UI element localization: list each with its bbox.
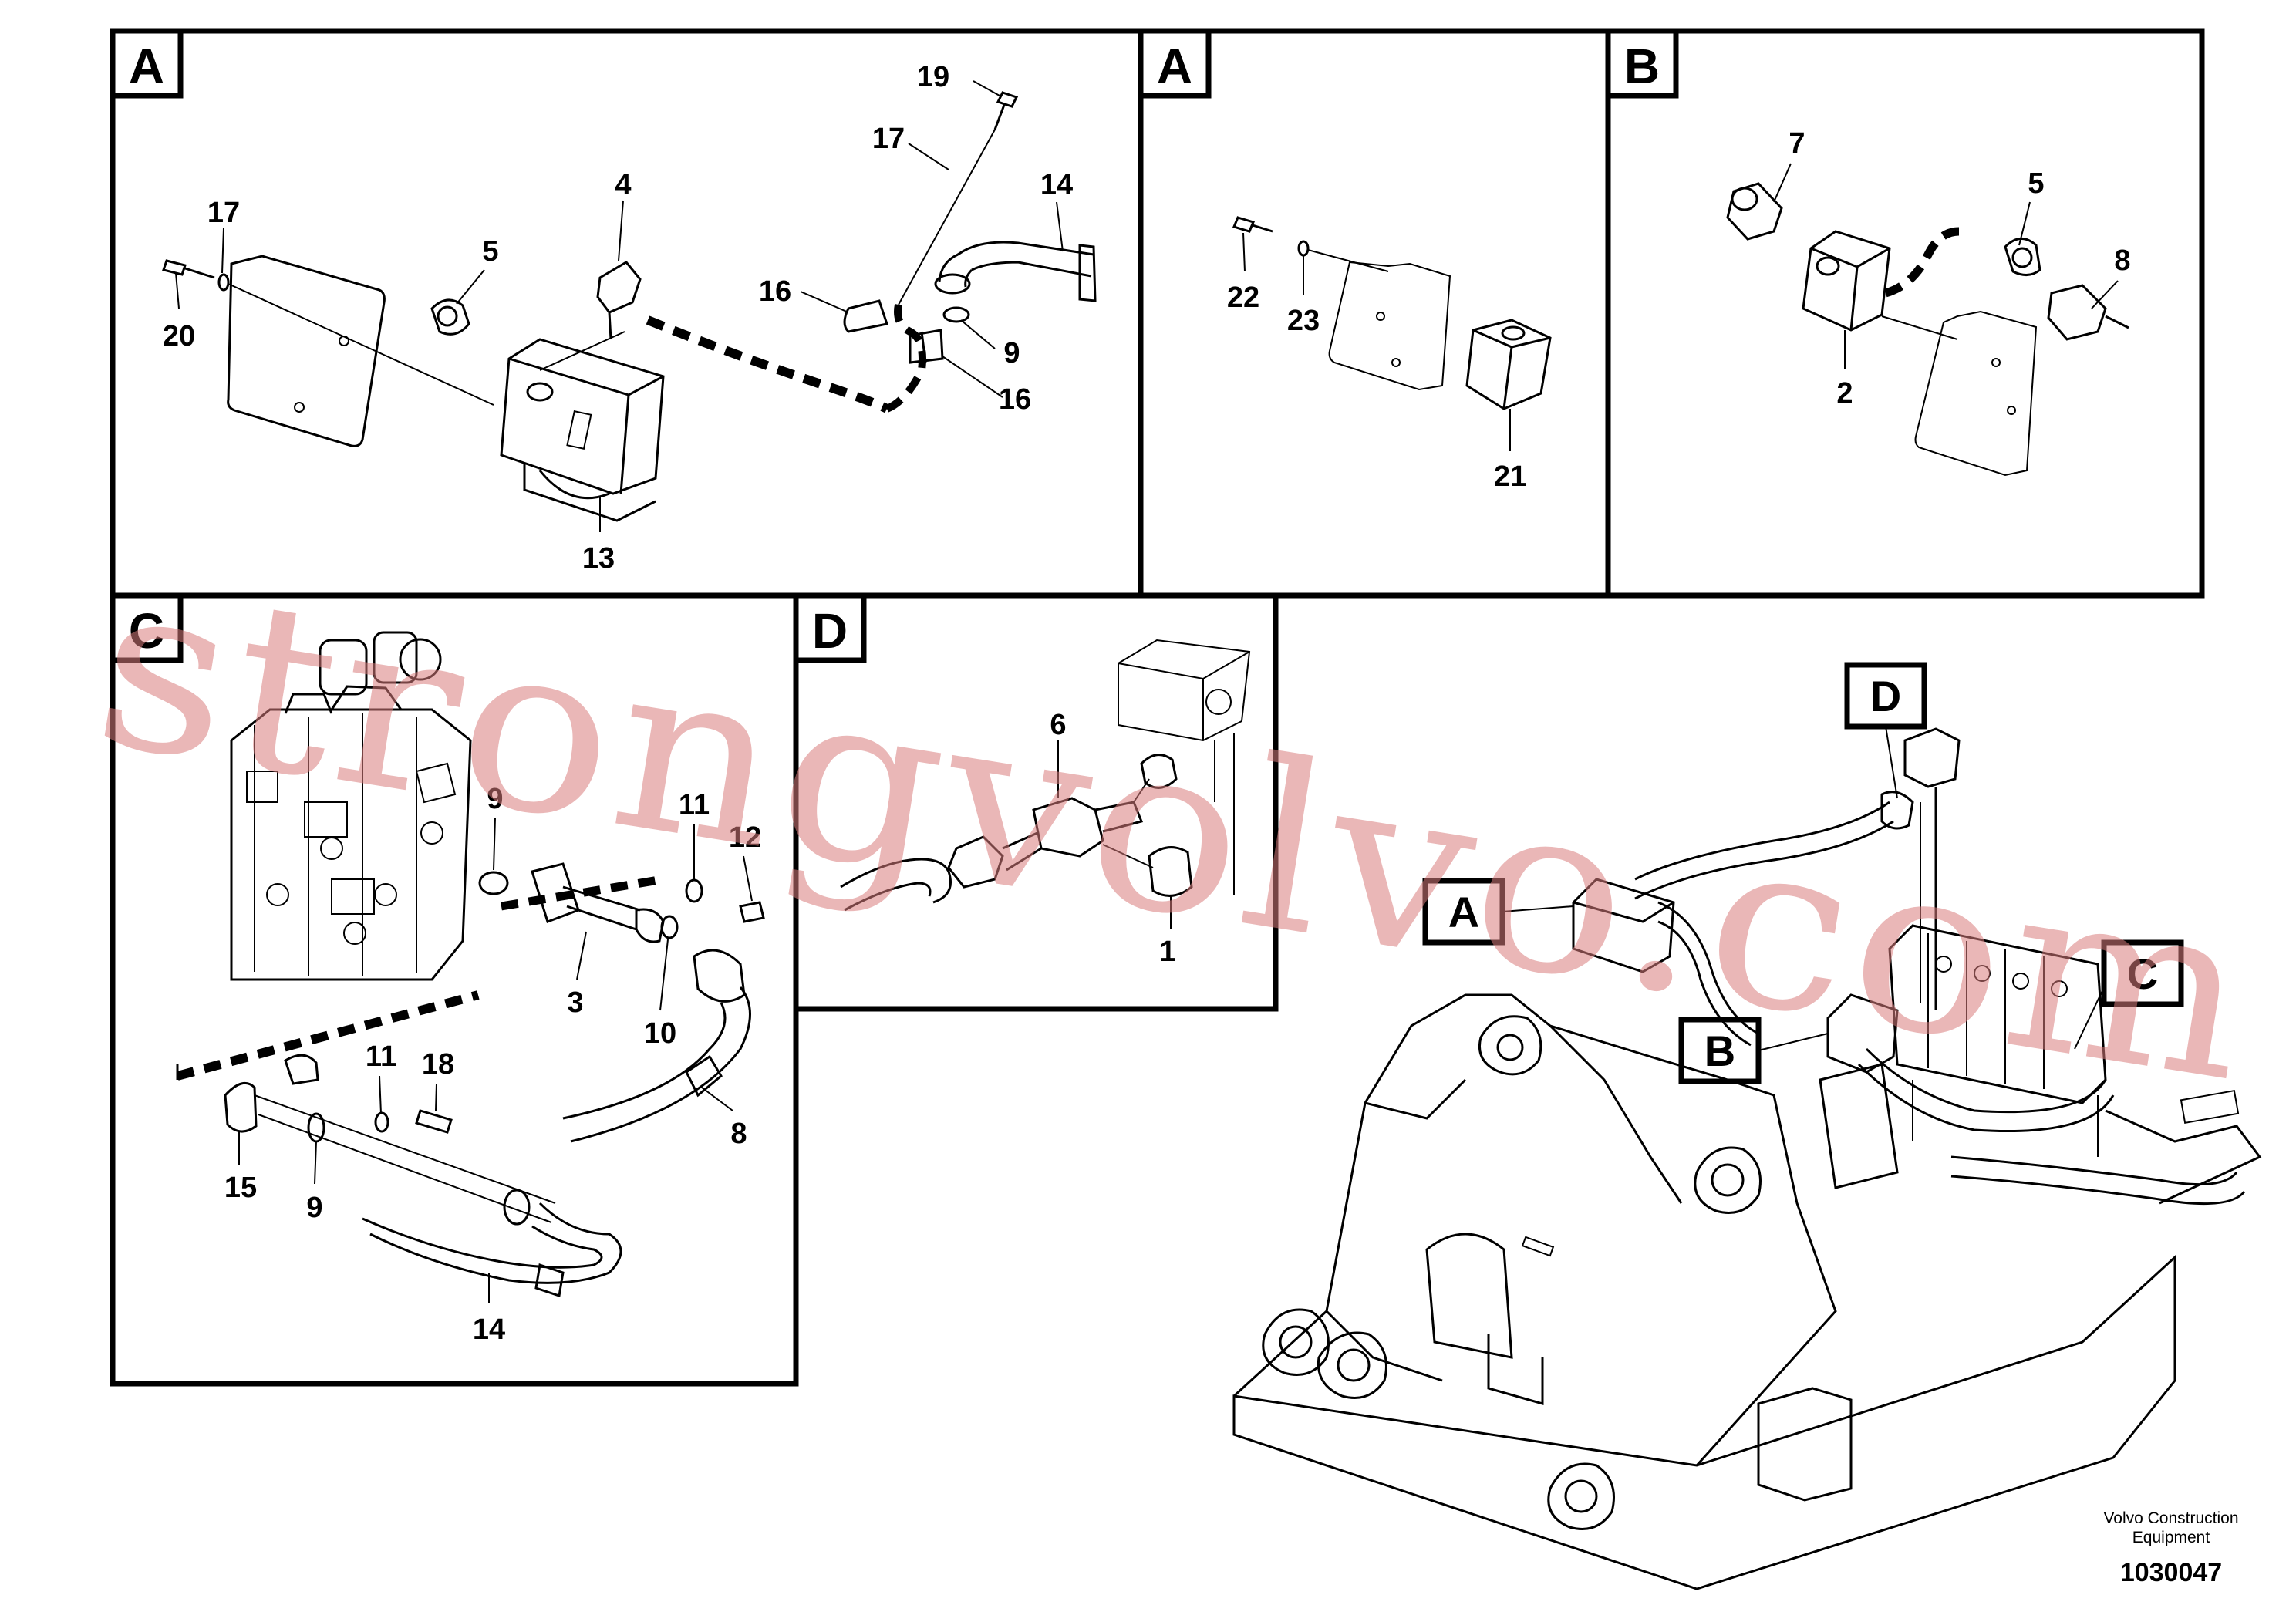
washer-icon [1297,240,1310,257]
callout-d: D [1870,672,1901,720]
watermark: strongvolvo.com [81,528,2271,1135]
part-number: 19 [917,61,949,93]
plug-fitting-icon [2004,238,2041,276]
panel-d-label: D [812,603,848,659]
panel-b: B 7 5 8 2 [1605,28,2205,599]
adapter-fitting-icon-2 [2047,284,2129,341]
hose-icon [1634,801,1894,900]
part-number: 18 [422,1048,454,1081]
part-number: 3 [567,986,583,1019]
hose-icon [562,986,751,1143]
panel-a-label: A [129,39,164,94]
clamp-icon [843,299,888,333]
valve-block-icon [1802,230,1891,332]
plug-fitting-icon [1140,754,1178,789]
part-number: 13 [582,542,615,575]
part-number: 1 [1159,936,1175,968]
part-number: 10 [644,1017,676,1050]
part-number: 17 [872,123,905,155]
clamp-icon [224,1081,258,1133]
part-number: 17 [207,197,240,229]
part-number: 9 [1003,337,1020,369]
part-number: 8 [730,1118,747,1150]
nut-icon [1148,846,1193,897]
hose-icon [957,241,1094,278]
part-number: 4 [615,169,631,201]
panel-a: A [110,28,1144,599]
drawing-number: 1030047 [2120,1558,2222,1587]
part-number: 14 [473,1313,505,1346]
panel-a-alt-label: A [1157,39,1192,94]
valve-block-icon [500,338,665,495]
part-number: 5 [482,235,498,268]
part-number: 5 [2028,167,2044,200]
adapter-fitting-icon [1726,182,1783,241]
footer-company-line1: Volvo Construction [2103,1509,2238,1527]
hose-icon-2 [362,1202,622,1284]
part-number: 11 [679,789,710,821]
part-number: 2 [1836,377,1853,410]
elbow-fitting-icon [596,261,642,340]
main-assembly-view: D A B C [1232,662,2262,1590]
part-number: 14 [1040,169,1073,201]
part-number: 9 [306,1192,322,1224]
panel-a-alt: A 22 23 21 [1138,28,1611,599]
part-number: 6 [1050,709,1066,741]
part-number: 16 [759,275,791,308]
hose-icon [840,858,952,912]
panel-b-label: B [1624,39,1660,94]
base-frame-icon [1232,1254,2176,1590]
bolt-icon [993,91,1019,130]
control-valve-bank-icon [1888,924,2107,1157]
part-number: 12 [729,821,761,854]
part-number: 11 [366,1040,396,1073]
part-number: 16 [999,383,1031,416]
part-number: 20 [163,320,195,352]
washer-icon [217,273,230,292]
callout-a: A [1448,888,1479,936]
panel-d: D 6 1 [793,592,1279,1012]
footer: Volvo Construction Equipment 1030047 [2103,1509,2238,1587]
flange-icon [531,862,641,931]
plug-fitting-icon [430,298,470,336]
o-ring-icon [478,871,509,895]
part-number: 9 [487,783,503,815]
clamp-icon-2 [284,1054,319,1085]
callout-c: C [2127,949,2158,998]
cover-plate-icon [1328,261,1451,391]
part-number: 23 [1287,305,1320,337]
part-number: 7 [1789,127,1805,160]
part-number: 15 [224,1172,257,1204]
cover-plate-icon [227,255,386,447]
panel-c-label: C [129,603,164,659]
screw-icon [415,1109,453,1134]
part-number: 8 [2114,244,2130,277]
valve-block-icon [1572,878,1675,973]
blanking-block-icon [1465,319,1552,410]
bolt-icon [739,901,765,923]
valve-block-icon [1118,639,1251,742]
clamp-icon-2 [909,329,944,364]
control-valve-bank-icon [230,631,472,981]
nut-icon [693,949,746,1003]
screw-icon [162,259,215,279]
boom-mount-icon [1262,1308,1330,1376]
footer-company-line2: Equipment [2132,1529,2210,1546]
part-number: 22 [1227,282,1259,314]
screw-icon [1232,216,1273,233]
part-number: 21 [1494,460,1526,493]
callout-c-box [2101,939,2184,1007]
cover-plate-icon [1914,310,2038,477]
callout-b: B [1704,1027,1735,1075]
